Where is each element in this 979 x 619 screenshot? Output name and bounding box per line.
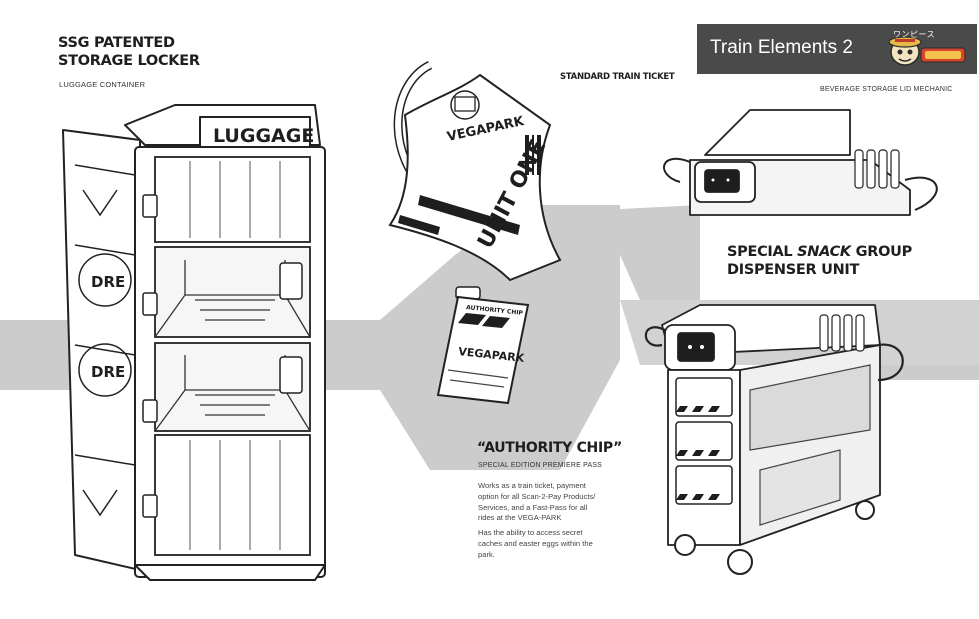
locker-subtitle: LUGGAGE CONTAINER <box>59 80 146 89</box>
logo-text: ワンピース <box>893 30 936 39</box>
cart-title-post: GROUP <box>850 244 913 260</box>
snack-dispenser-cart-illustration <box>644 304 904 575</box>
sheet-title: Train Elements 2 <box>710 37 853 58</box>
sheet-title-box: Train Elements 2 <box>697 24 977 74</box>
ticket-title: STANDARD TRAIN TICKET <box>560 72 675 82</box>
cart-title: SPECIAL SNACK GROUP DISPENSER UNIT <box>727 243 912 279</box>
authority-chip-card-illustration: AUTHORITY CHIP VEGAPARK <box>436 286 530 405</box>
locker-side-mark-2: DRE <box>91 363 125 381</box>
locker-title-line2: STORAGE LOCKER <box>58 53 200 70</box>
cart-title-em: SNACK <box>797 244 851 260</box>
storage-locker-illustration: LUGGAGE DRE DRE <box>62 104 326 581</box>
beverage-lid-illustration <box>663 109 938 216</box>
lid-caption: BEVERAGE STORAGE LID MECHANIC <box>820 86 953 93</box>
chip-title: “AUTHORITY CHIP” <box>477 440 623 456</box>
chip-description-2: Has the ability to access secret caches … <box>478 528 593 559</box>
cart-title-pre: SPECIAL <box>727 244 798 260</box>
locker-title-line1: SSG PATENTED <box>58 35 175 51</box>
cart-title-line2: DISPENSER UNIT <box>727 262 860 279</box>
locker-sign: LUGGAGE <box>213 125 314 147</box>
locker-title: SSG PATENTED STORAGE LOCKER <box>58 34 200 70</box>
chip-description-1: Works as a train ticket, payment option … <box>478 481 596 523</box>
train-ticket-illustration: VEGAPARK UNIT ONE <box>388 60 562 282</box>
locker-side-mark-1: DRE <box>91 273 125 291</box>
one-piece-straw-hat-logo-icon <box>888 36 966 66</box>
chip-subtitle: SPECIAL EDITION PREMIERE PASS <box>478 462 603 469</box>
